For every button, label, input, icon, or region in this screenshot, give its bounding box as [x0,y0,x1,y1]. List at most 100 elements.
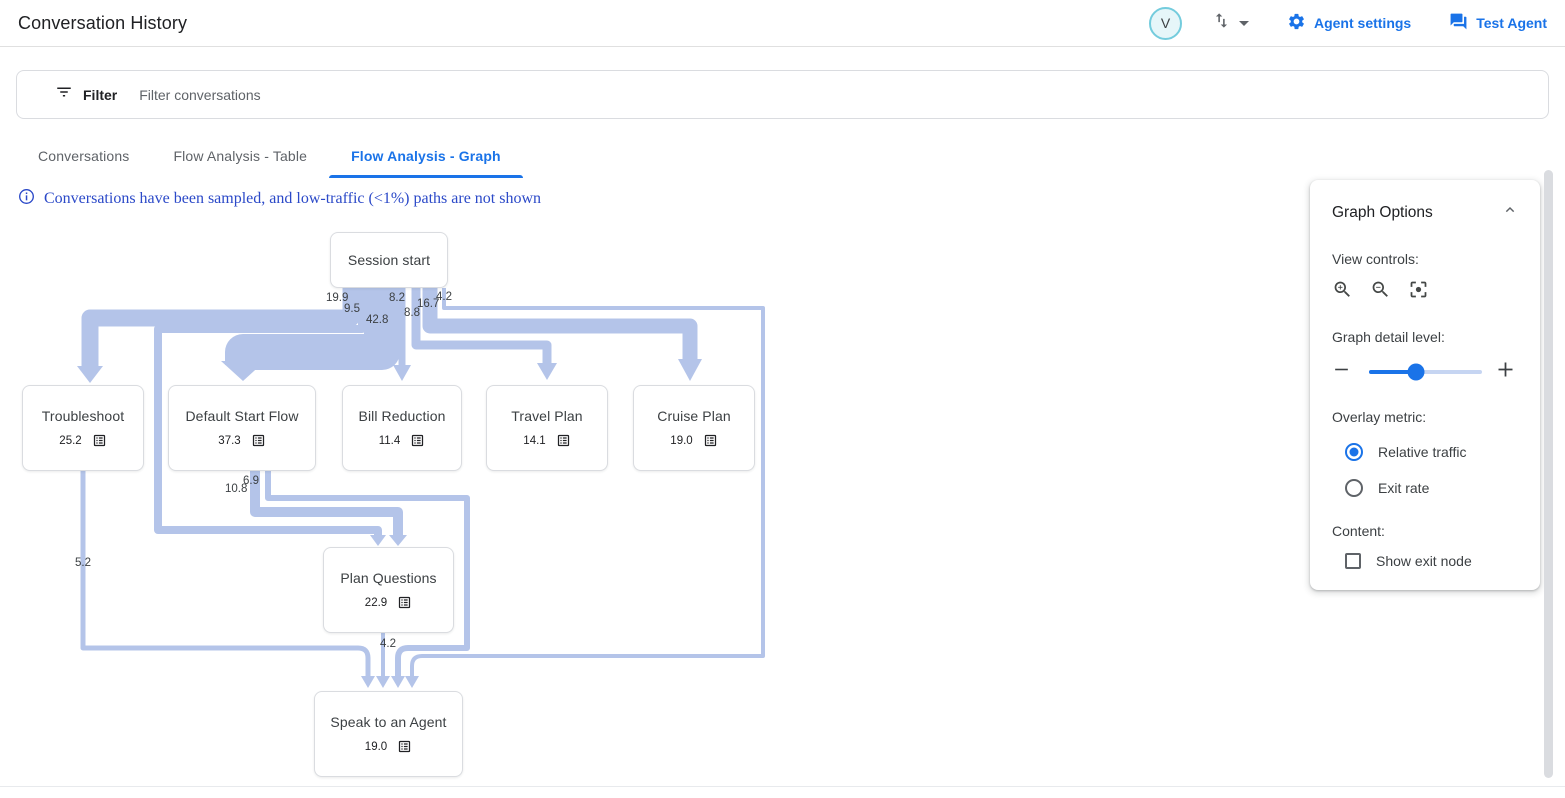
filter-label: Filter [83,86,118,103]
zoom-in-button[interactable] [1332,279,1353,305]
show-exit-node-checkbox-row[interactable]: Show exit node [1345,553,1518,569]
edge-session-to-default-start-flow [221,288,400,381]
edge-value-label: 19.9 [326,292,349,304]
zoom-out-button[interactable] [1370,279,1391,305]
chat-icon [1449,12,1468,34]
test-agent-button[interactable]: Test Agent [1449,12,1547,34]
overlay-metric-label: Overlay metric: [1332,409,1427,425]
table-view-icon[interactable] [251,433,266,448]
node-value: 14.1 [523,434,546,447]
flow-node-session-start[interactable]: Session start [330,232,448,288]
node-title: Cruise Plan [657,408,731,424]
checkbox-label: Show exit node [1376,553,1472,569]
graph-detail-slider[interactable] [1369,363,1482,381]
slider-fill [1369,370,1417,374]
radio-button-icon [1345,479,1363,497]
node-value: 25.2 [59,434,82,447]
table-view-icon[interactable] [410,433,425,448]
table-view-icon[interactable] [397,739,412,754]
sampling-info-text: Conversations have been sampled, and low… [44,190,542,207]
node-title: Travel Plan [511,408,583,424]
table-view-icon[interactable] [703,433,718,448]
bottom-divider [0,786,1565,787]
radio-label: Exit rate [1378,480,1430,496]
node-value: 11.4 [378,434,401,447]
tab-flow-analysis-table[interactable]: Flow Analysis - Table [173,148,308,164]
graph-options-panel: Graph Options View controls: Graph detai… [1310,180,1540,590]
app-header: Conversation History V Agent settings Te… [0,0,1565,47]
node-title: Troubleshoot [41,408,125,424]
tab-bar: Conversations Flow Analysis - Table Flow… [16,134,523,178]
table-view-icon[interactable] [92,433,107,448]
node-value: 19.0 [364,740,388,753]
edge-value-label: 4.2 [436,291,452,303]
radio-exit-rate[interactable]: Exit rate [1345,479,1518,497]
edge-session-to-speak-to-agent [405,288,765,688]
header-actions: V Agent settings Test Agent [1148,6,1547,40]
gear-icon [1287,12,1306,34]
radio-label: Relative traffic [1378,444,1467,460]
flow-node-cruise-plan[interactable]: Cruise Plan 19.0 [633,385,755,471]
sort-direction-button[interactable] [1212,11,1249,35]
edge-default-start-flow-to-speak-to-agent [265,471,470,688]
view-controls [1332,279,1518,305]
tab-flow-analysis-graph[interactable]: Flow Analysis - Graph [329,134,523,178]
info-icon [18,188,35,210]
page-title: Conversation History [18,12,188,33]
center-graph-button[interactable] [1408,279,1429,305]
edge-session-to-plan-questions [154,288,386,546]
radio-button-icon [1345,443,1363,461]
table-view-icon[interactable] [397,595,412,610]
flow-node-plan-questions[interactable]: Plan Questions 22.9 [323,547,454,633]
test-agent-label: Test Agent [1476,15,1547,31]
center-focus-icon [1408,279,1429,305]
zoom-in-icon [1332,279,1353,305]
filter-bar[interactable]: Filter [16,70,1549,119]
edge-troubleshoot-to-speak-to-agent [80,471,375,688]
edge-session-to-troubleshoot [77,288,360,383]
zoom-out-icon [1370,279,1391,305]
user-avatar[interactable]: V [1148,6,1182,40]
node-value: 22.9 [364,596,388,609]
increase-detail-button[interactable] [1495,359,1516,385]
agent-settings-button[interactable]: Agent settings [1287,12,1411,34]
tab-conversations[interactable]: Conversations [38,148,130,164]
collapse-panel-button[interactable] [1502,202,1518,223]
flow-node-troubleshoot[interactable]: Troubleshoot 25.2 [22,385,144,471]
edge-plan-questions-to-speak-to-agent [376,633,390,688]
edge-value-label: 5.2 [75,557,91,569]
graph-detail-label: Graph detail level: [1332,329,1445,345]
edge-session-to-travel-plan [411,288,557,380]
content-label: Content: [1332,523,1385,539]
node-title: Default Start Flow [185,408,299,424]
radio-relative-traffic[interactable]: Relative traffic [1345,443,1518,461]
decrease-detail-button[interactable] [1332,360,1351,384]
graph-options-title: Graph Options [1332,203,1433,221]
flow-node-travel-plan[interactable]: Travel Plan 14.1 [486,385,608,471]
edge-value-label: 8.8 [404,307,420,319]
node-title: Speak to an Agent [330,714,447,730]
flow-node-default-start-flow[interactable]: Default Start Flow 37.3 [168,385,316,471]
edge-default-start-flow-to-plan-questions [250,471,407,546]
edge-value-label: 42.8 [366,314,389,326]
filter-conversations-input[interactable] [139,86,1532,103]
edge-value-label: 6.9 [243,475,259,487]
checkbox-icon [1345,553,1361,569]
table-view-icon[interactable] [556,433,571,448]
node-title: Bill Reduction [358,408,446,424]
node-title: Session start [347,252,431,268]
vertical-scrollbar[interactable] [1544,170,1553,778]
edge-value-label: 9.5 [344,303,360,315]
edge-session-to-bill-reduction [393,288,411,381]
slider-thumb[interactable] [1407,363,1425,381]
graph-detail-slider-row [1332,359,1518,385]
plus-icon [1495,359,1516,385]
edge-value-label: 4.2 [380,638,396,650]
node-value: 37.3 [218,434,241,447]
flow-node-bill-reduction[interactable]: Bill Reduction 11.4 [342,385,462,471]
agent-settings-label: Agent settings [1313,15,1412,31]
node-title: Plan Questions [340,570,437,586]
flow-node-speak-to-an-agent[interactable]: Speak to an Agent 19.0 [314,691,463,777]
chevron-up-icon [1502,202,1518,223]
